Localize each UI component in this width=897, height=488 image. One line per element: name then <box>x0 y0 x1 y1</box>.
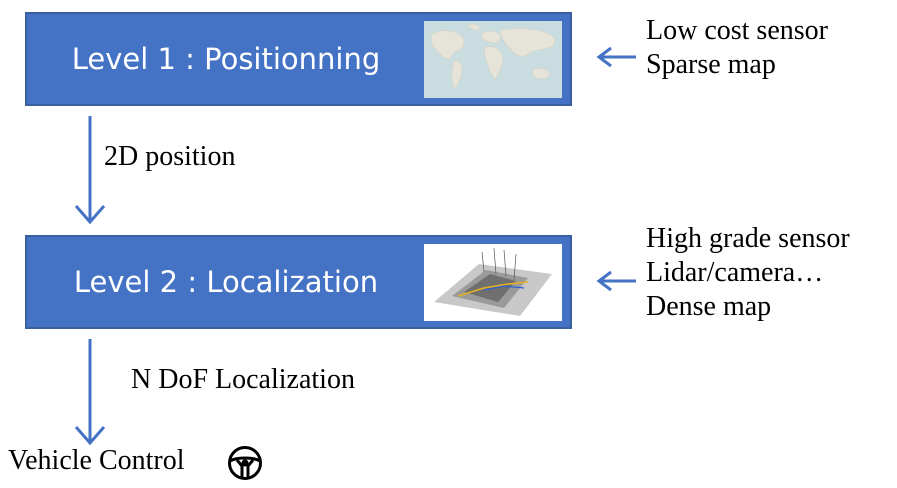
level-2-input-arrow <box>596 270 636 292</box>
world-map-thumbnail <box>424 21 562 98</box>
level-2-input-1: High grade sensor <box>646 223 850 254</box>
level-1-box: Level 1 : Positionning <box>25 12 572 106</box>
level-1-to-level-2-arrow <box>74 116 106 225</box>
level-1-inputs: Low cost sensor Sparse map <box>646 14 828 82</box>
level-1-input-1: Low cost sensor <box>646 15 828 46</box>
level-2-input-3: Dense map <box>646 291 772 322</box>
level-1-input-arrow <box>596 46 636 68</box>
level-1-input-2: Sparse map <box>646 49 776 80</box>
steering-wheel-icon <box>228 446 262 480</box>
level-2-box: Level 2 : Localization <box>25 235 572 329</box>
edge-label-n-dof-localization: N DoF Localization <box>131 364 355 395</box>
level-2-label: Level 2 : Localization <box>73 265 379 299</box>
edge-label-2d-position: 2D position <box>104 141 236 172</box>
level-2-input-2: Lidar/camera… <box>646 257 824 288</box>
level-2-inputs: High grade sensor Lidar/camera… Dense ma… <box>646 222 850 324</box>
vehicle-control-label: Vehicle Control <box>8 445 185 476</box>
lidar-point-cloud-thumbnail <box>424 244 562 321</box>
level-2-to-output-arrow <box>74 339 106 446</box>
level-1-label: Level 1 : Positionning <box>71 42 381 76</box>
